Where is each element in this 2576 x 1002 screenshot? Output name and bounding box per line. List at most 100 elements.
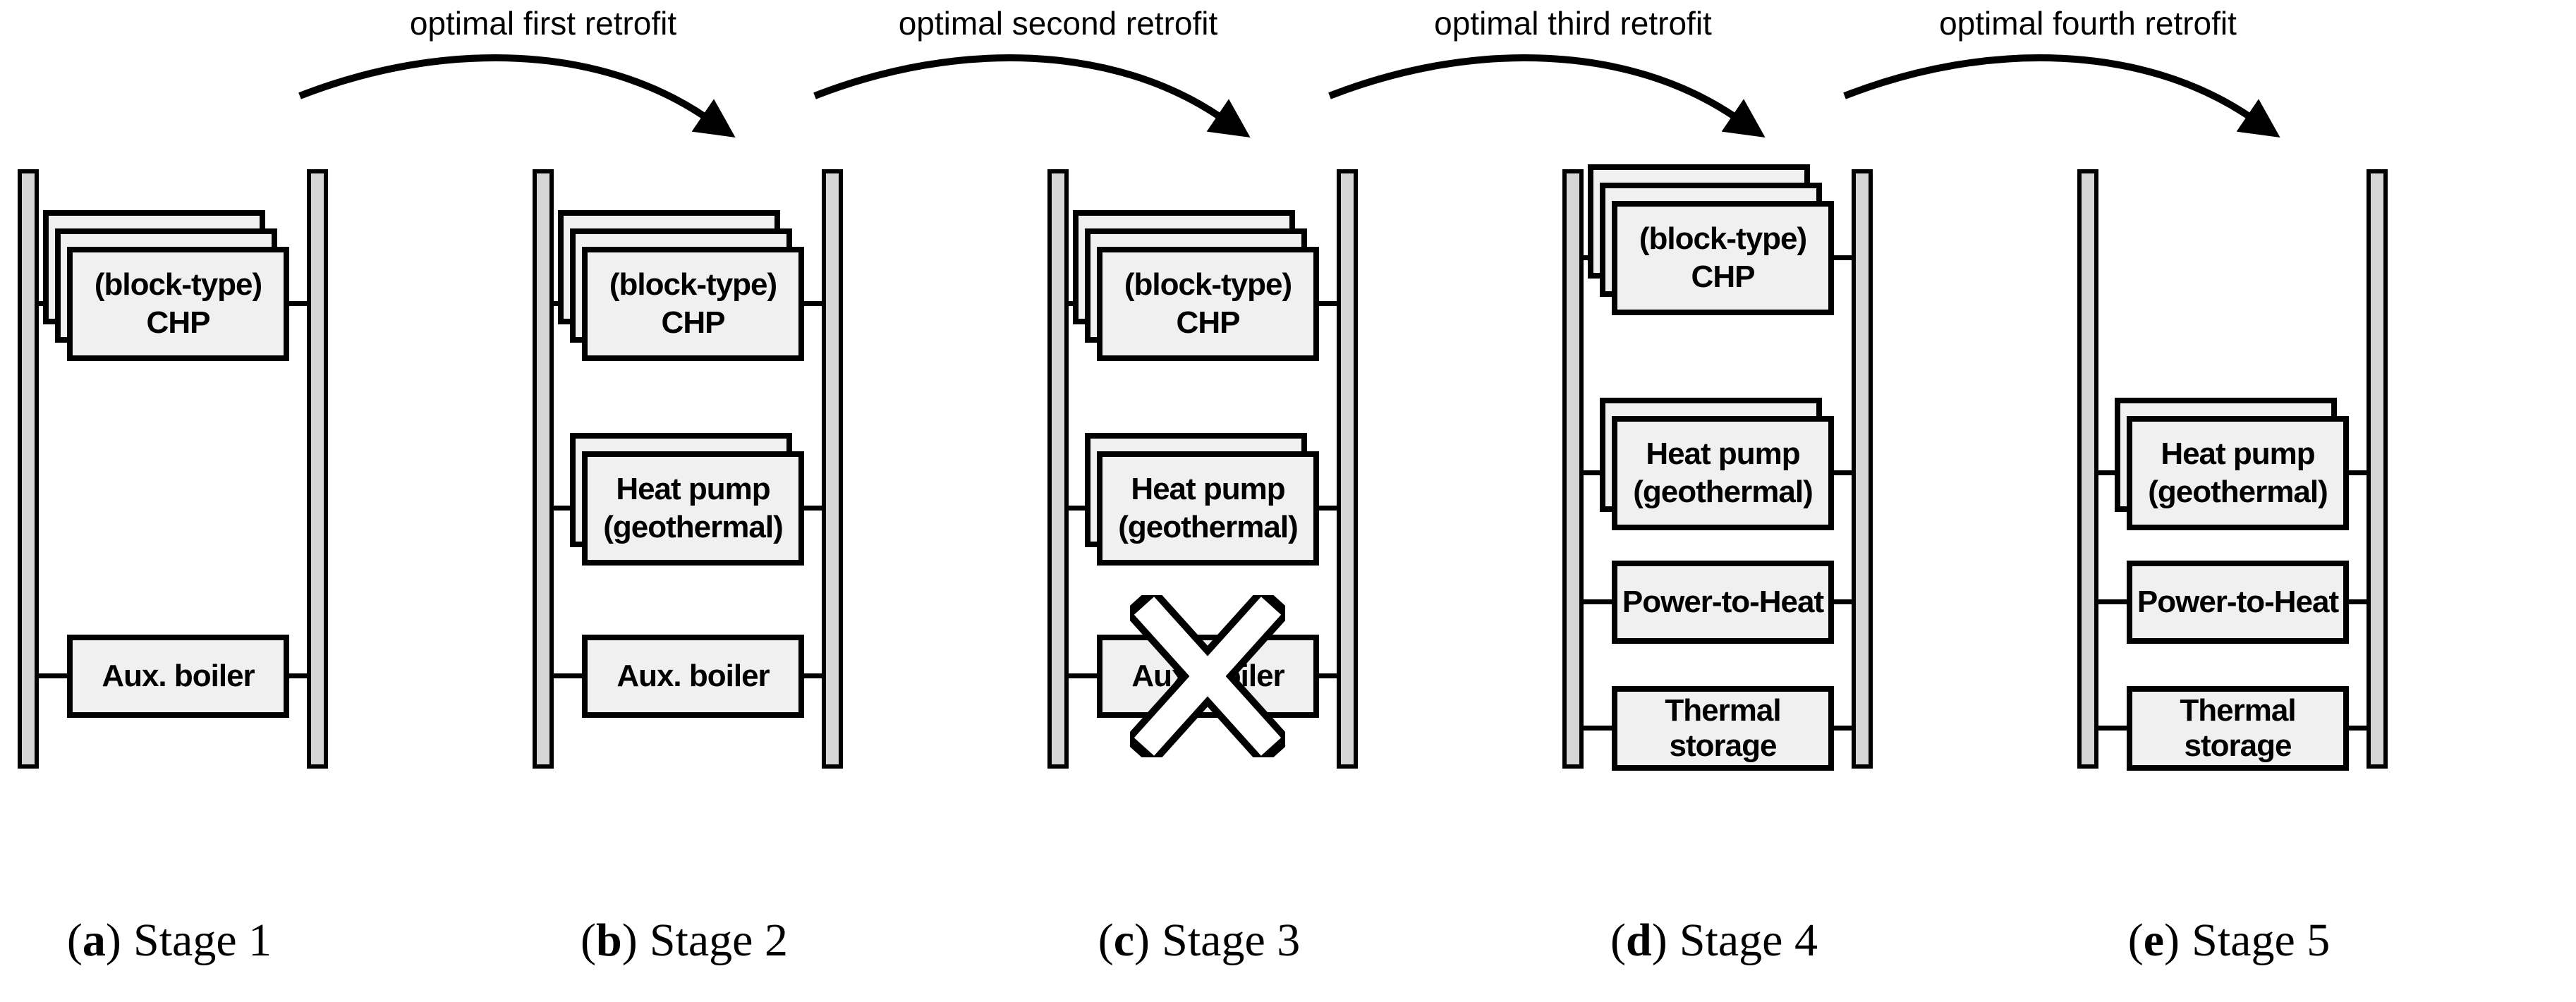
heat-pump-label-line1: Heat pump	[1131, 472, 1285, 506]
caption-text: Stage 1	[133, 915, 272, 966]
bus-bar-left	[533, 169, 554, 769]
chp-box: (block-type) CHP	[1612, 201, 1834, 315]
bus-bar-right	[1852, 169, 1873, 769]
power-to-heat-box: Power-to-Heat	[2127, 561, 2349, 644]
connector-line	[1314, 673, 1339, 678]
retrofit-label-fourth: optimal fourth retrofit	[1939, 5, 2237, 42]
thermal-storage-label-line1: Thermal	[2180, 693, 2296, 728]
connector-line	[1314, 506, 1339, 511]
stage-caption: (b)Stage 2	[515, 914, 853, 967]
bus-bar-left	[2077, 169, 2098, 769]
chp-label-line2: CHP	[1691, 259, 1756, 294]
bus-bar-right	[1337, 169, 1358, 769]
caption-text: Stage 3	[1162, 915, 1301, 966]
stage-caption: (c)Stage 3	[1030, 914, 1368, 967]
connector-line	[37, 673, 73, 678]
connector-line	[1067, 673, 1102, 678]
stage-panel-2: (block-type) CHP Heat pump (geothermal) …	[515, 0, 1030, 1002]
chp-label-line1: (block-type)	[609, 267, 777, 302]
chp-label-line1: (block-type)	[94, 267, 262, 302]
bus-bar-right	[822, 169, 843, 769]
chp-box: (block-type) CHP	[1097, 247, 1319, 361]
chp-box: (block-type) CHP	[67, 247, 289, 361]
caption-letter: d	[1625, 915, 1652, 966]
caption-text: Stage 4	[1679, 915, 1818, 966]
stage-panel-3: (block-type) CHP Heat pump (geothermal) …	[1030, 0, 1545, 1002]
connector-line	[552, 673, 588, 678]
chp-box: (block-type) CHP	[582, 247, 804, 361]
thermal-storage-label-line2: storage	[2184, 728, 2292, 763]
caption-letter: e	[2143, 915, 2164, 966]
stage-caption: (d)Stage 4	[1545, 914, 1883, 967]
retrofit-label-first: optimal first retrofit	[409, 5, 677, 42]
connector-line	[2344, 599, 2369, 604]
retrofit-arrow-icon	[298, 54, 736, 138]
caption-letter: b	[595, 915, 622, 966]
caption-letter: a	[82, 915, 106, 966]
aux-boiler-box: Aux. boiler	[67, 635, 289, 718]
caption-paren-open: (	[1610, 915, 1626, 966]
heat-pump-box: Heat pump (geothermal)	[1097, 451, 1319, 566]
retrofit-arrow-icon	[1843, 54, 2280, 138]
heat-pump-label-line2: (geothermal)	[2148, 475, 2328, 509]
chp-label-line1: (block-type)	[1639, 221, 1807, 256]
heat-pump-label-line1: Heat pump	[2161, 436, 2315, 471]
connector-line	[799, 301, 824, 306]
aux-boiler-box: Aux. boiler	[582, 635, 804, 718]
heat-pump-box: Heat pump (geothermal)	[2127, 416, 2349, 530]
heat-pump-box: Heat pump (geothermal)	[582, 451, 804, 566]
retrofit-label-third: optimal third retrofit	[1434, 5, 1712, 42]
heat-pump-label-line2: (geothermal)	[1118, 510, 1298, 544]
connector-line	[1829, 599, 1854, 604]
power-to-heat-box: Power-to-Heat	[1612, 561, 1834, 644]
stage-panel-4: (block-type) CHP Heat pump (geothermal) …	[1545, 0, 2060, 1002]
heat-pump-label-line2: (geothermal)	[603, 510, 783, 544]
caption-paren-close: )	[1651, 915, 1667, 966]
bus-bar-left	[18, 169, 39, 769]
caption-letter: c	[1113, 915, 1134, 966]
retrofit-arrow-icon	[1328, 54, 1766, 138]
caption-text: Stage 5	[2192, 915, 2331, 966]
chp-label-line2: CHP	[146, 305, 211, 340]
connector-line	[1829, 255, 1854, 260]
thermal-storage-box: Thermal storage	[1612, 686, 1834, 771]
caption-paren-open: (	[1098, 915, 1114, 966]
removed-cross-icon	[1130, 595, 1285, 757]
connector-line	[2097, 599, 2132, 604]
heat-pump-box: Heat pump (geothermal)	[1612, 416, 1834, 530]
caption-paren-open: (	[66, 915, 83, 966]
stage-caption: (a)Stage 1	[0, 914, 339, 967]
chp-label-line2: CHP	[1176, 305, 1241, 340]
bus-bar-right	[2367, 169, 2388, 769]
connector-line	[2344, 470, 2369, 475]
heat-pump-label-line2: (geothermal)	[1633, 475, 1813, 509]
caption-paren-open: (	[581, 915, 596, 966]
thermal-storage-label-line2: storage	[1669, 728, 1778, 763]
caption-paren-open: (	[2127, 915, 2144, 966]
connector-line	[1582, 726, 1617, 731]
stage-panel-1: (block-type) CHP Aux. boiler (a)Stage 1	[0, 0, 515, 1002]
thermal-storage-label-line1: Thermal	[1665, 693, 1781, 728]
connector-line	[1314, 301, 1339, 306]
caption-paren-close: )	[621, 915, 638, 966]
bus-bar-left	[1562, 169, 1584, 769]
retrofit-arrow-icon	[813, 54, 1251, 138]
connector-line	[1829, 726, 1854, 731]
retrofit-label-second: optimal second retrofit	[898, 5, 1218, 42]
caption-paren-close: )	[105, 915, 121, 966]
heat-pump-label-line1: Heat pump	[616, 472, 770, 506]
connector-line	[799, 506, 824, 511]
connector-line	[284, 673, 309, 678]
heat-pump-label-line1: Heat pump	[1646, 436, 1800, 471]
connector-line	[2097, 726, 2132, 731]
chp-label-line1: (block-type)	[1124, 267, 1292, 302]
connector-line	[2344, 726, 2369, 731]
caption-text: Stage 2	[649, 915, 788, 966]
caption-paren-close: )	[1134, 915, 1150, 966]
stage-caption: (e)Stage 5	[2060, 914, 2398, 967]
connector-line	[1582, 599, 1617, 604]
chp-label-line2: CHP	[661, 305, 726, 340]
connector-line	[1829, 470, 1854, 475]
power-to-heat-label: Power-to-Heat	[1622, 585, 1824, 619]
